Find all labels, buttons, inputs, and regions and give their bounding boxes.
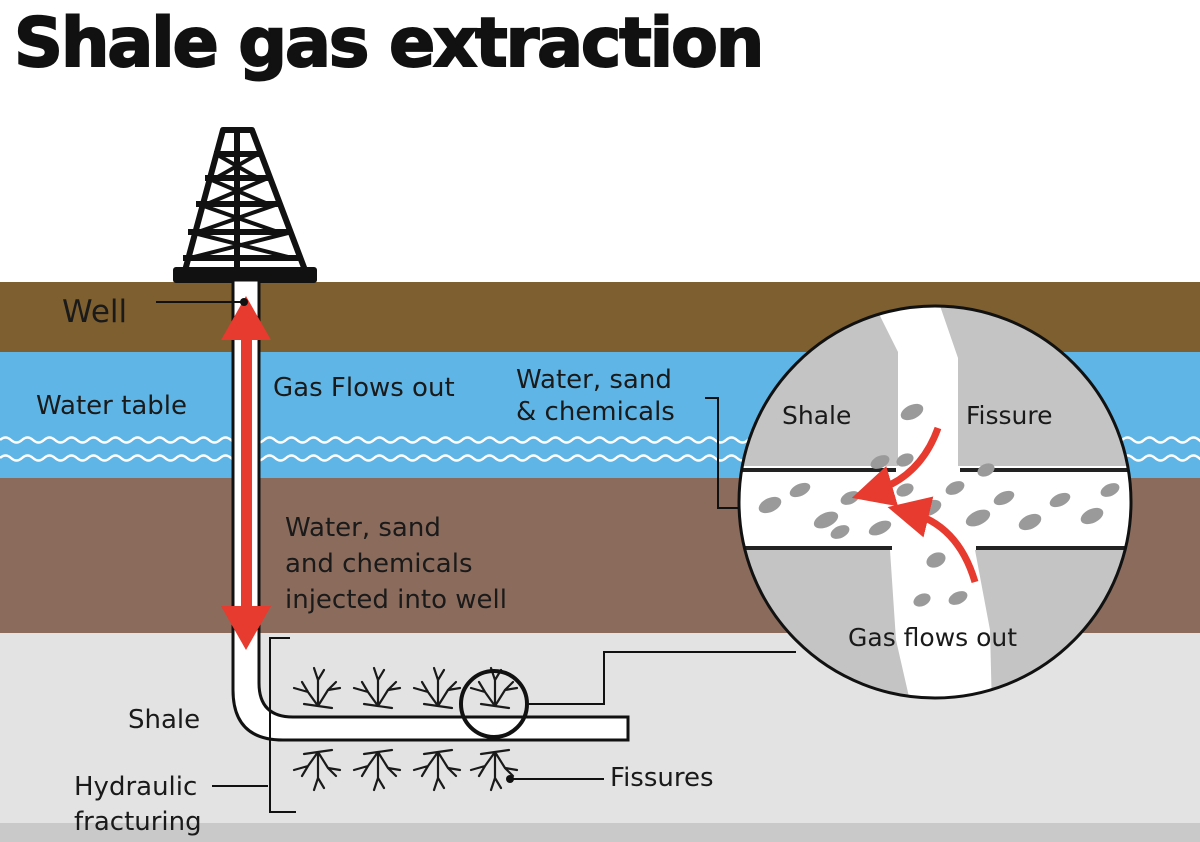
- inset-circle-outline: [737, 304, 1133, 700]
- sand-pebbles: [758, 403, 1120, 607]
- well-label: Well: [62, 294, 127, 330]
- zoom-marker-circle: [459, 669, 529, 739]
- fissures-pointer-dot: [506, 775, 514, 783]
- hydraulic-label-2: fracturing: [74, 807, 202, 837]
- inset-fissure-label: Fissure: [966, 401, 1053, 430]
- injected-label-1: Water, sand: [285, 513, 441, 543]
- hydraulic-label-1: Hydraulic: [74, 772, 197, 802]
- leader-lines: [212, 397, 796, 813]
- fissures-label: Fissures: [610, 763, 714, 793]
- water-sand-label-1: Water, sand: [516, 365, 672, 395]
- bottom-band: [0, 823, 1200, 842]
- inset-shale-label: Shale: [782, 401, 851, 430]
- drilling-derrick-icon: [173, 127, 317, 283]
- fracture-cracks: [292, 666, 519, 792]
- page-title: Shale gas extraction: [13, 3, 765, 84]
- injected-label-2: and chemicals: [285, 549, 473, 579]
- gas-flow-arrow-upper: [851, 426, 942, 507]
- water-sand-label-2: & chemicals: [516, 397, 675, 427]
- shale-label: Shale: [128, 705, 200, 735]
- water-table-label: Water table: [36, 391, 187, 421]
- injected-label-3: injected into well: [285, 585, 507, 615]
- well-pipe: [231, 278, 630, 742]
- inset-magnified-view: [739, 306, 1131, 698]
- gas-flows-out-label: Gas Flows out: [273, 373, 455, 403]
- gas-flow-arrow-lower: [887, 496, 979, 583]
- inset-gas-flows-label: Gas flows out: [848, 623, 1017, 652]
- well-label-group: Well: [62, 294, 248, 330]
- flow-double-arrow: [221, 296, 271, 650]
